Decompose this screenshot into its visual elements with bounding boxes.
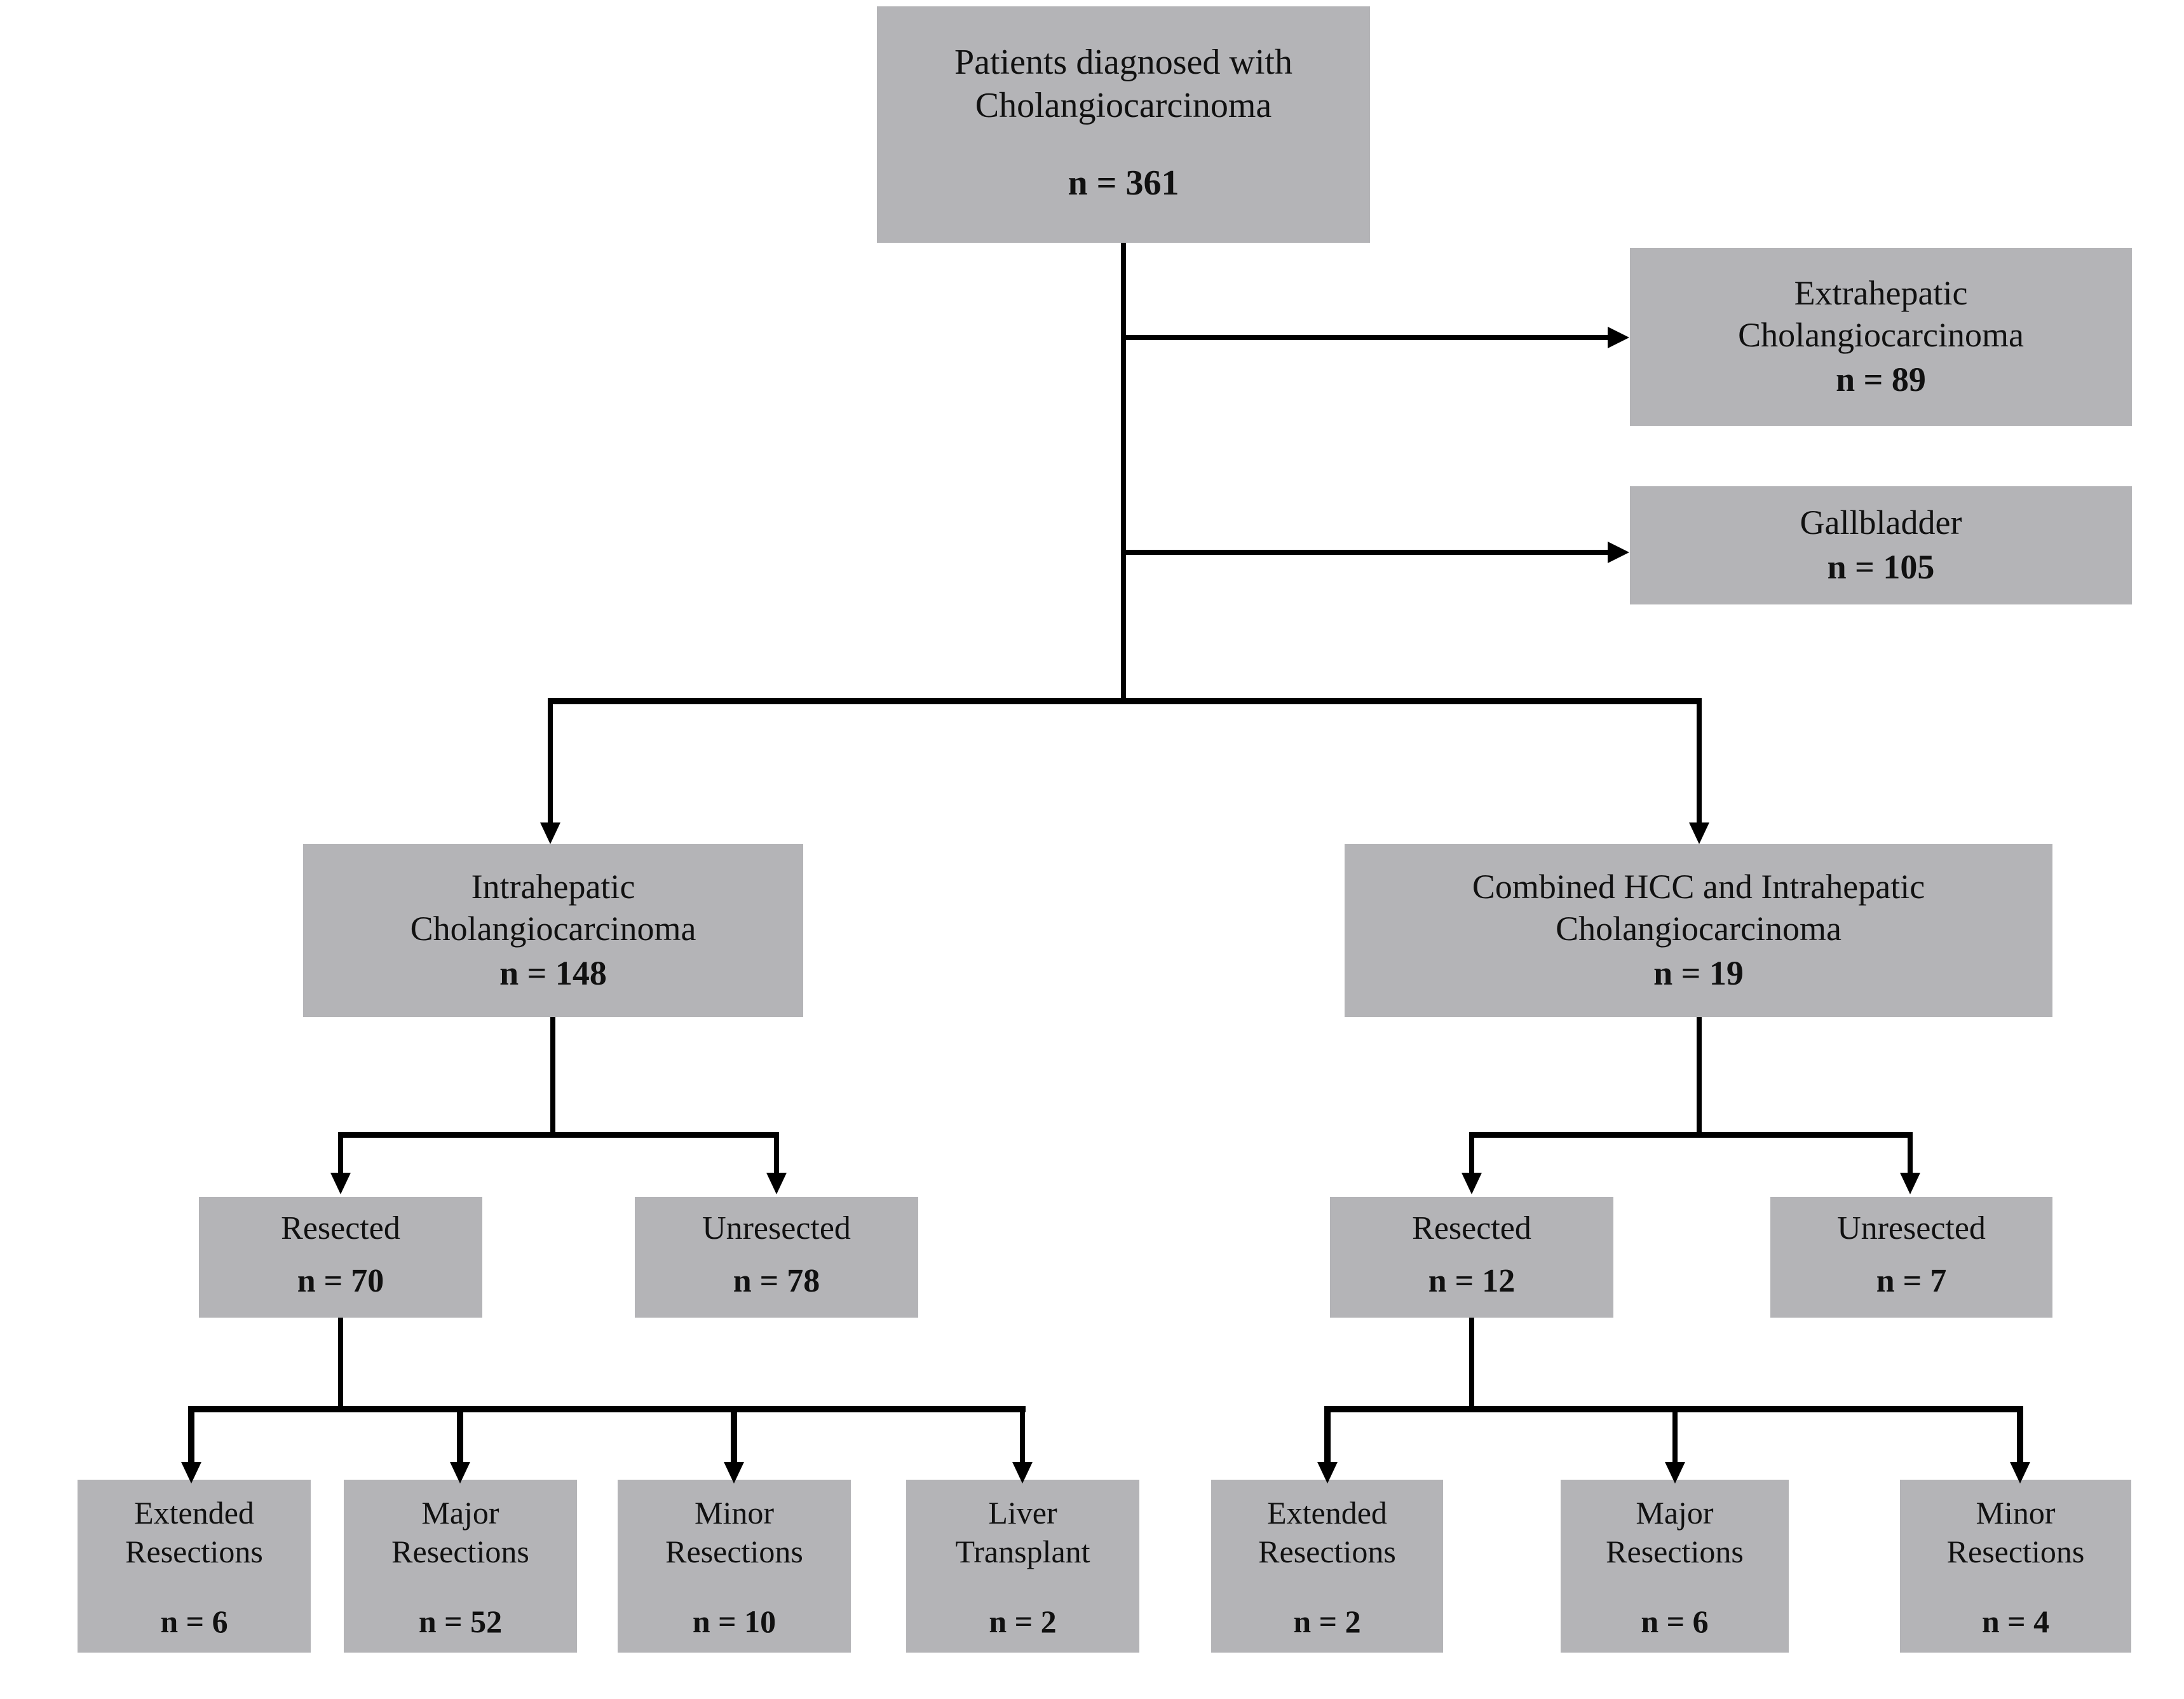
node-title: Extended Resections (1258, 1495, 1396, 1569)
node-count: n = 4 (1981, 1604, 2050, 1639)
node-intrahepatic-unresected: Unresected n = 78 (635, 1197, 918, 1318)
connector-to-combined (1697, 698, 1702, 824)
node-title: Minor Resections (1946, 1495, 2085, 1569)
node-title: Resected (1412, 1210, 1531, 1246)
connector-intrahepatic-stem (550, 1017, 555, 1135)
arrowhead-intra-minor (724, 1462, 744, 1484)
node-title: Extended Resections (125, 1495, 263, 1569)
node-count: n = 2 (1293, 1604, 1361, 1639)
node-title: Gallbladder (1800, 503, 1962, 542)
node-count: n = 19 (1653, 953, 1744, 992)
connector-to-intra-minor (731, 1406, 737, 1463)
connector-combined-stem (1697, 1017, 1702, 1135)
node-extrahepatic: Extrahepatic Cholangiocarcinoma n = 89 (1630, 248, 2132, 426)
node-count: n = 70 (297, 1262, 384, 1299)
arrowhead-comb-minor (2010, 1462, 2030, 1484)
node-title: Unresected (1837, 1210, 1986, 1246)
connector-to-comb-unresected (1908, 1132, 1913, 1174)
node-combined-minor-resections: Minor Resections n = 4 (1900, 1480, 2131, 1653)
connector-split-bar-intra-resected (188, 1406, 1026, 1412)
arrowhead-intrahepatic (540, 822, 560, 844)
node-count: n = 2 (989, 1604, 1057, 1639)
node-title: Patients diagnosed with Cholangiocarcino… (954, 42, 1292, 125)
arrowhead-comb-extended (1317, 1462, 1338, 1484)
node-title: Unresected (702, 1210, 851, 1246)
arrowhead-intra-transplant (1012, 1462, 1033, 1484)
node-title: Extrahepatic Cholangiocarcinoma (1738, 274, 2024, 355)
node-title: Intrahepatic Cholangiocarcinoma (410, 868, 696, 948)
node-count: n = 6 (1641, 1604, 1709, 1639)
arrowhead-intra-unresected (766, 1173, 787, 1194)
connector-to-intra-transplant (1020, 1406, 1025, 1463)
connector-comb-resected-stem (1469, 1318, 1474, 1410)
arrowhead-intra-major (450, 1462, 470, 1484)
arrowhead-extrahepatic (1608, 327, 1629, 348)
arrowhead-comb-major (1665, 1462, 1685, 1484)
node-title: Combined HCC and Intrahepatic Cholangioc… (1472, 868, 1925, 948)
node-count: n = 105 (1827, 548, 1935, 586)
node-combined-unresected: Unresected n = 7 (1770, 1197, 2052, 1318)
node-title: Minor Resections (665, 1495, 803, 1569)
node-intrahepatic-resected: Resected n = 70 (199, 1197, 482, 1318)
node-intrahepatic-minor-resections: Minor Resections n = 10 (618, 1480, 851, 1653)
node-intrahepatic-liver-transplant: Liver Transplant n = 2 (906, 1480, 1139, 1653)
arrowhead-comb-resected (1462, 1173, 1482, 1194)
arrowhead-gallbladder (1608, 542, 1629, 563)
node-count: n = 10 (692, 1604, 777, 1639)
arrowhead-intra-resected (330, 1173, 351, 1194)
connector-root-trunk (1121, 243, 1126, 702)
connector-to-intra-extended (188, 1406, 194, 1463)
node-count: n = 7 (1876, 1262, 1947, 1299)
node-patients-diagnosed: Patients diagnosed with Cholangiocarcino… (877, 6, 1370, 243)
node-title: Resected (281, 1210, 400, 1246)
node-title: Major Resections (1606, 1495, 1744, 1569)
connector-split-bar-intrahepatic (338, 1132, 779, 1138)
connector-to-intra-unresected (774, 1132, 779, 1174)
node-count: n = 361 (1068, 163, 1179, 203)
node-combined-resected: Resected n = 12 (1330, 1197, 1613, 1318)
node-count: n = 148 (499, 953, 607, 992)
node-title: Major Resections (391, 1495, 529, 1569)
node-intrahepatic-major-resections: Major Resections n = 52 (344, 1480, 577, 1653)
connector-to-comb-resected (1469, 1132, 1474, 1174)
arrowhead-combined (1689, 822, 1709, 844)
arrowhead-comb-unresected (1900, 1173, 1920, 1194)
connector-intra-resected-stem (338, 1318, 343, 1410)
connector-to-comb-extended (1324, 1406, 1331, 1463)
node-intrahepatic: Intrahepatic Cholangiocarcinoma n = 148 (303, 844, 803, 1017)
node-title: Liver Transplant (955, 1495, 1090, 1569)
connector-root-to-extrahepatic (1121, 335, 1609, 340)
node-intrahepatic-extended-resections: Extended Resections n = 6 (78, 1480, 311, 1653)
node-count: n = 52 (418, 1604, 503, 1639)
connector-to-intra-resected (338, 1132, 343, 1174)
connector-root-to-gallbladder (1121, 550, 1609, 555)
arrowhead-intra-extended (181, 1462, 201, 1484)
connector-to-intrahepatic (548, 698, 553, 824)
connector-to-intra-major (457, 1406, 463, 1463)
node-combined-extended-resections: Extended Resections n = 2 (1211, 1480, 1443, 1653)
node-count: n = 6 (160, 1604, 228, 1639)
node-count: n = 89 (1836, 360, 1926, 399)
node-combined-major-resections: Major Resections n = 6 (1561, 1480, 1789, 1653)
connector-to-comb-major (1672, 1406, 1678, 1463)
connector-split-bar-level2 (550, 698, 1702, 704)
node-gallbladder: Gallbladder n = 105 (1630, 486, 2132, 604)
node-combined-hcc-intrahepatic: Combined HCC and Intrahepatic Cholangioc… (1345, 844, 2052, 1017)
node-count: n = 78 (733, 1262, 820, 1299)
connector-split-bar-combined (1469, 1132, 1913, 1138)
connector-to-comb-minor (2017, 1406, 2023, 1463)
node-count: n = 12 (1428, 1262, 1516, 1299)
